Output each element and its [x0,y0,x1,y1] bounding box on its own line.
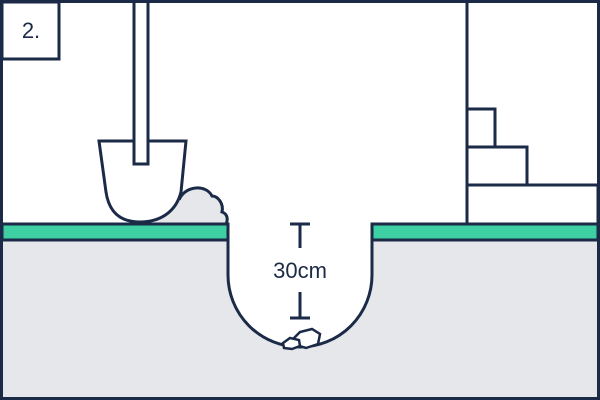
shovel-handle [132,0,150,166]
step-bottom [465,183,600,226]
step-number-box [0,0,61,61]
step-number: 2. [22,18,40,43]
house-wall [465,2,600,226]
soil-ground [2,240,598,398]
depth-measurement: 30cm [273,222,327,320]
shovel-blade [97,139,188,224]
grass-strip-left [0,222,230,242]
grass-strip-right [370,222,600,242]
stones [281,327,322,351]
step-top [465,107,497,149]
depth-label: 30cm [273,258,327,283]
stone-small [281,336,302,351]
step-middle [465,145,529,187]
